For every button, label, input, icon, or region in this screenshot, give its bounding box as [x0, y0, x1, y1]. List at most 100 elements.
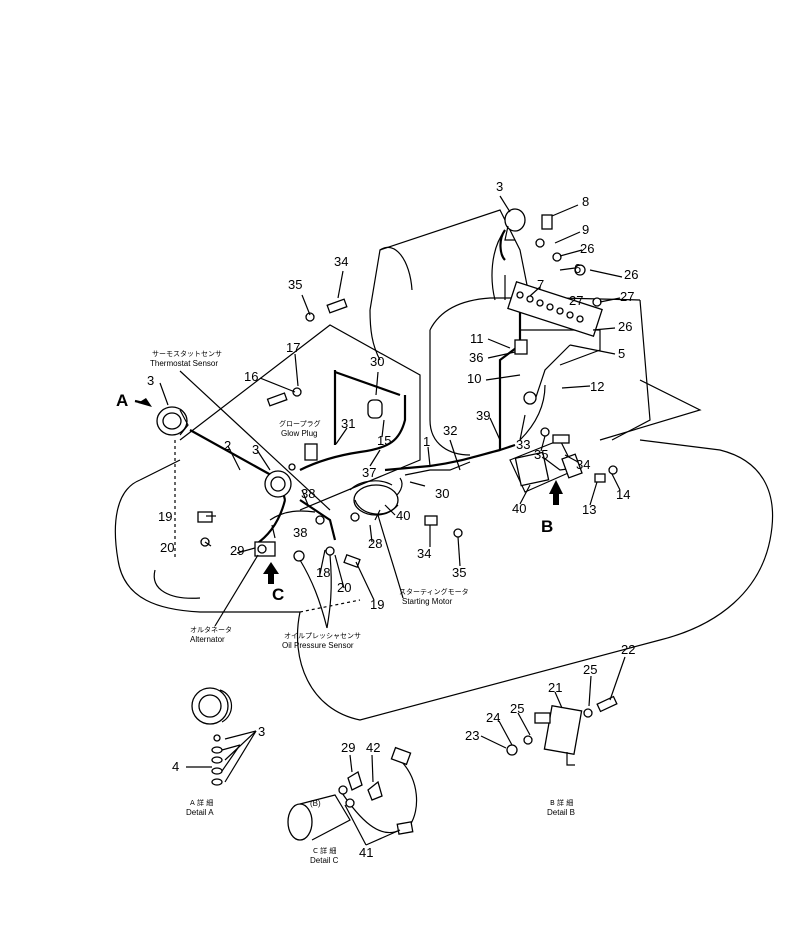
callout-p34-b: 34	[576, 457, 590, 472]
label-glowplug-jp: グロープラグ	[279, 419, 321, 428]
callout-p6: 6	[574, 261, 581, 276]
callout-p3-a: 3	[147, 373, 154, 388]
machine-outline	[114, 209, 774, 721]
callout-inset-b: (B)	[310, 799, 321, 808]
component-thermostat-sensor	[264, 463, 296, 498]
component-bolts	[197, 214, 618, 568]
detail-b-switch	[506, 695, 618, 766]
view-arrow-B	[549, 480, 563, 505]
callout-p30-b: 30	[435, 486, 449, 501]
callout-p31: 31	[341, 416, 355, 431]
callout-p11: 11	[470, 331, 484, 346]
callout-p32: 32	[443, 423, 457, 438]
callout-p20-b: 20	[337, 580, 351, 595]
component-starting-motor	[353, 484, 399, 516]
callout-p19-a: 19	[158, 509, 172, 524]
callout-p30-a: 30	[370, 354, 384, 369]
view-arrow-A	[134, 398, 152, 407]
callout-p21: 21	[548, 680, 562, 695]
label-thermostat-jp: サーモスタットセンサ	[152, 349, 222, 358]
callout-p23: 23	[465, 728, 479, 743]
callout-p24: 24	[486, 710, 500, 725]
callout-p10: 10	[467, 371, 481, 386]
callout-p16: 16	[244, 369, 258, 384]
callout-p3-d: 3	[258, 724, 265, 739]
callout-p20-a: 20	[160, 540, 174, 555]
callout-p26-c: 26	[618, 319, 632, 334]
callout-p17: 17	[286, 340, 300, 355]
callout-p1: 1	[423, 434, 430, 449]
callout-p34-c: 34	[417, 546, 431, 561]
callout-p7: 7	[537, 277, 544, 292]
label-detailC-en: Detail C	[310, 856, 339, 865]
label-detailA-en: Detail A	[186, 808, 214, 817]
component-lamp-upper	[504, 208, 526, 241]
label-detailB-en: Detail B	[547, 808, 575, 817]
callout-p28: 28	[368, 536, 382, 551]
callout-p25-a: 25	[583, 662, 597, 677]
label-alternator-en: Alternator	[190, 635, 225, 644]
callout-p3-b: 3	[252, 442, 259, 457]
callout-p33: 33	[516, 437, 530, 452]
component-lamp-A	[156, 406, 189, 436]
callout-p5: 5	[618, 346, 625, 361]
callout-p35-a: 35	[288, 277, 302, 292]
callout-p25-b: 25	[510, 701, 524, 716]
label-detailA-jp: A 詳 細	[190, 798, 213, 807]
view-arrow-C	[263, 562, 279, 584]
label-detailC-jp: C 詳 細	[313, 846, 336, 855]
component-glow-plug	[304, 399, 383, 461]
view-label-B: B	[541, 517, 553, 536]
label-startingmotor-jp: スターティングモータ	[399, 587, 469, 596]
fuse-row	[516, 291, 584, 323]
callout-p27-a: 27	[620, 289, 634, 304]
callout-p29-a: 29	[230, 543, 244, 558]
callout-p9: 9	[582, 222, 589, 237]
component-relay-box	[514, 451, 583, 487]
callout-p26-a: 26	[580, 241, 594, 256]
callout-p40-b: 40	[512, 501, 526, 516]
callout-p35-b: 35	[534, 447, 548, 462]
label-alternator-jp: オルタネータ	[190, 625, 232, 634]
component-alternator	[254, 541, 276, 557]
view-letters: A B C	[116, 391, 553, 604]
callout-p40-a: 40	[396, 508, 410, 523]
callout-p4: 4	[172, 759, 179, 774]
callout-p34-a: 34	[334, 254, 348, 269]
view-label-A: A	[116, 391, 128, 410]
callout-p29-b: 29	[341, 740, 355, 755]
callout-p3-c: 3	[496, 179, 503, 194]
callout-p22: 22	[621, 642, 635, 657]
label-glowplug-en: Glow Plug	[281, 429, 317, 438]
label-oilpressure-en: Oil Pressure Sensor	[282, 641, 354, 650]
part-number-callouts: 3 3 3 3 1 2 4 5 6 7 8 9 10 11 12 13 14 1…	[147, 179, 638, 860]
callout-p19-b: 19	[370, 597, 384, 612]
callout-p18: 18	[316, 565, 330, 580]
view-label-C: C	[272, 585, 284, 604]
component-labels: サーモスタットセンサ Thermostat Sensor グロープラグ Glow…	[150, 349, 575, 865]
label-thermostat-en: Thermostat Sensor	[150, 359, 218, 368]
callout-p27-b: 27	[569, 293, 583, 308]
callout-p36: 36	[469, 350, 483, 365]
callout-p38-b: 38	[293, 525, 307, 540]
callout-p37: 37	[362, 465, 376, 480]
callout-p15: 15	[377, 433, 391, 448]
callout-p26-b: 26	[624, 267, 638, 282]
label-detailB-jp: B 詳 細	[550, 798, 573, 807]
label-startingmotor-en: Starting Motor	[402, 597, 453, 606]
callout-p12: 12	[590, 379, 604, 394]
callout-p14: 14	[616, 487, 630, 502]
label-oilpressure-jp: オイルプレッシャセンサ	[284, 632, 361, 640]
callout-p2: 2	[224, 438, 231, 453]
detail-a-lamp	[191, 687, 241, 786]
leader-lines	[159, 195, 626, 846]
callout-p38-a: 38	[301, 486, 315, 501]
callout-p42: 42	[366, 740, 380, 755]
callout-p41: 41	[359, 845, 373, 860]
callout-p8: 8	[582, 194, 589, 209]
detail-c-motor	[287, 746, 414, 841]
callout-p13: 13	[582, 502, 596, 517]
callout-p35-c: 35	[452, 565, 466, 580]
callout-p39: 39	[476, 408, 490, 423]
